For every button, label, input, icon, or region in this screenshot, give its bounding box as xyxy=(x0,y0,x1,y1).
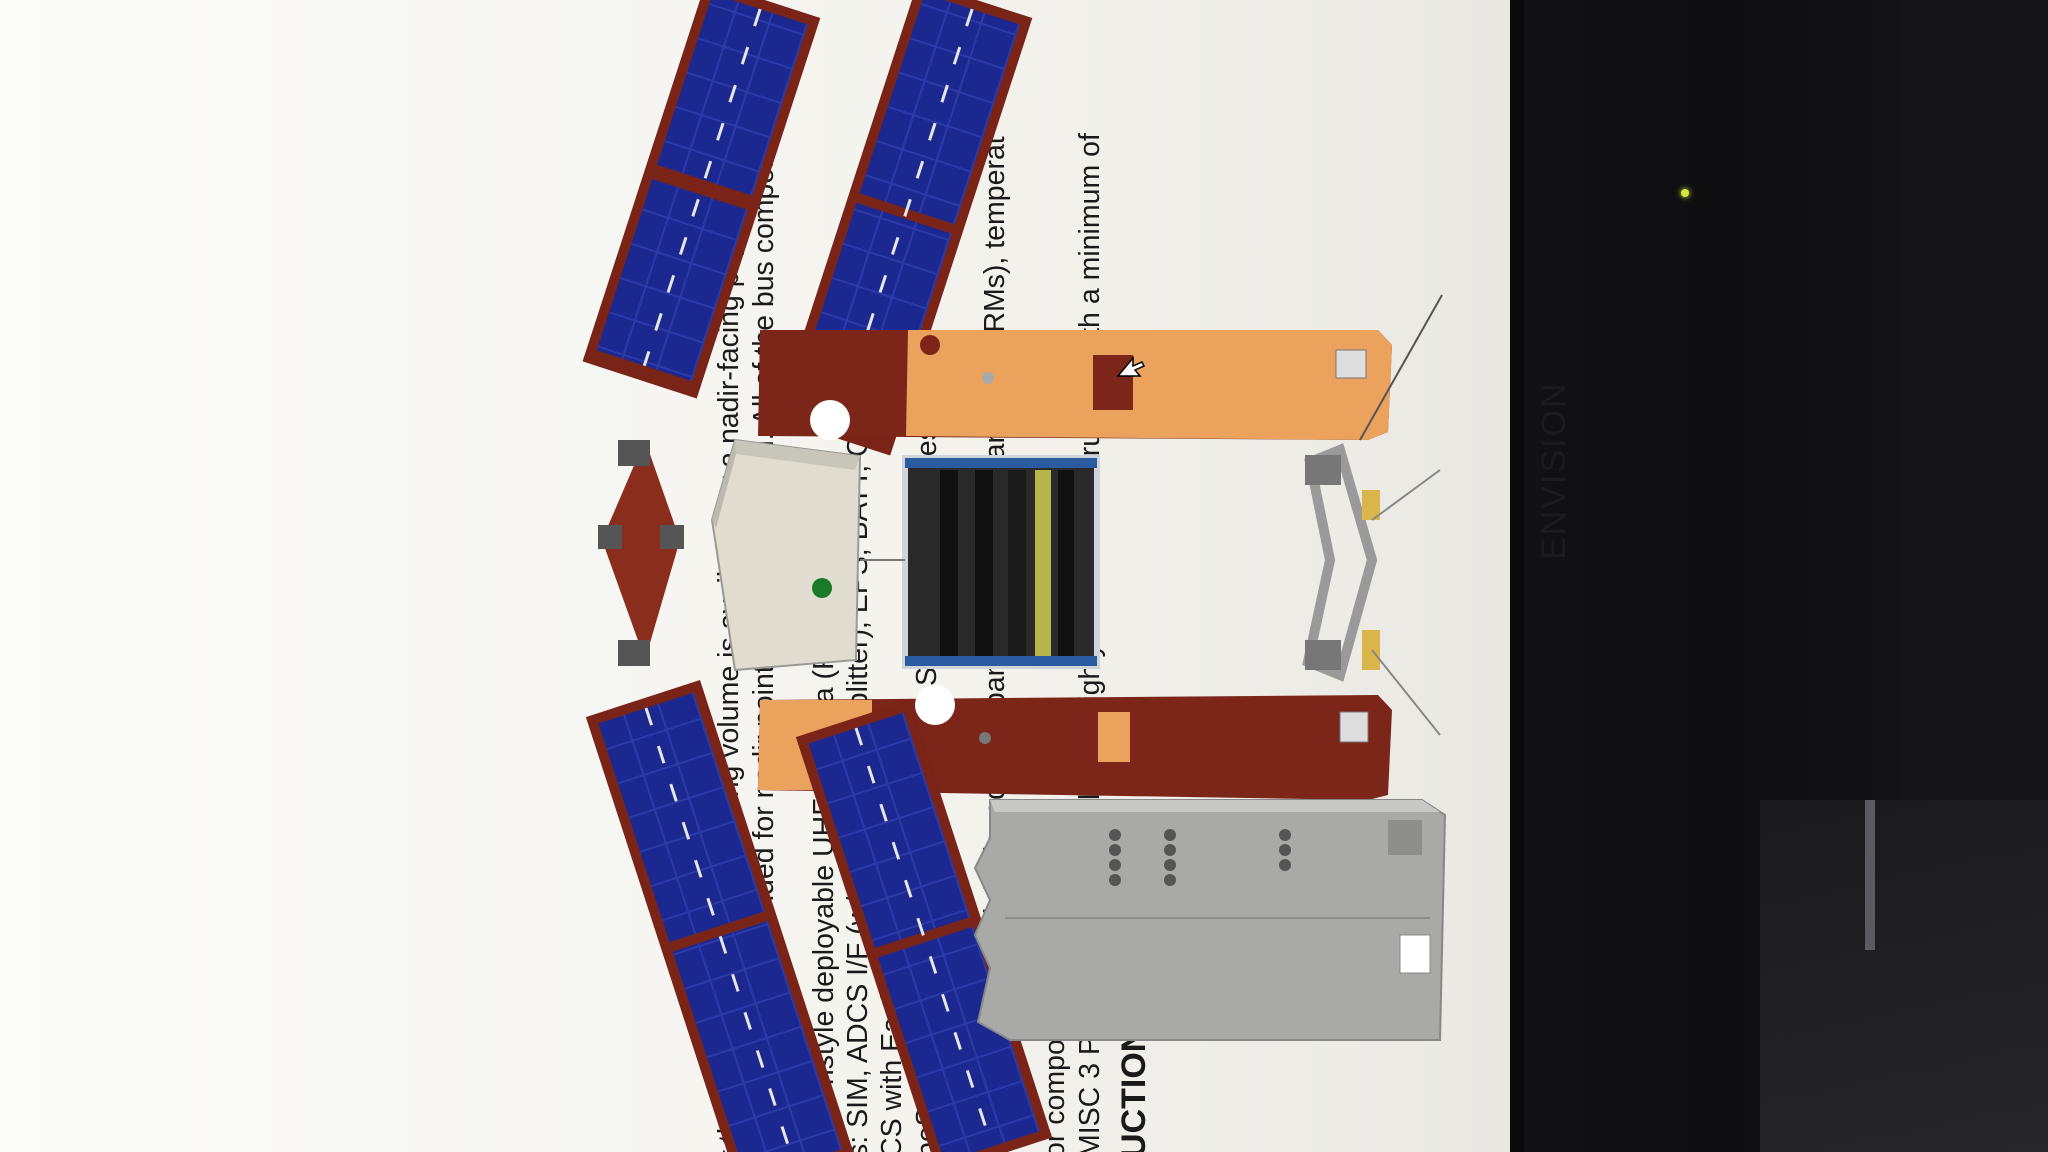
monitor-stand xyxy=(1760,800,2048,1152)
antenna-board xyxy=(598,440,684,666)
payload-box xyxy=(710,438,862,672)
bezel-edge xyxy=(1510,0,1524,1152)
monitor-screen: UCTION MISC 3 P/N 715-00930 employs a hi… xyxy=(0,0,1510,1152)
mouse-cursor-icon xyxy=(1116,355,1146,377)
solar-panel-lower-right xyxy=(795,700,1053,1152)
power-led-icon xyxy=(1681,189,1689,197)
monitor-stand-bar xyxy=(1865,800,1875,950)
avionics-stack xyxy=(860,455,1100,669)
side-panel-upper xyxy=(758,294,1443,441)
chassis-frame xyxy=(973,799,1447,1041)
separation-mechanism xyxy=(1302,443,1441,736)
solar-panel-lower-left xyxy=(585,680,855,1152)
background-dark xyxy=(1900,0,2048,800)
bezel-brand-logo: ENVISION xyxy=(1535,381,1573,560)
cubesat-exploded-illustration xyxy=(582,0,1447,1152)
solar-panel-upper-left xyxy=(582,0,821,399)
